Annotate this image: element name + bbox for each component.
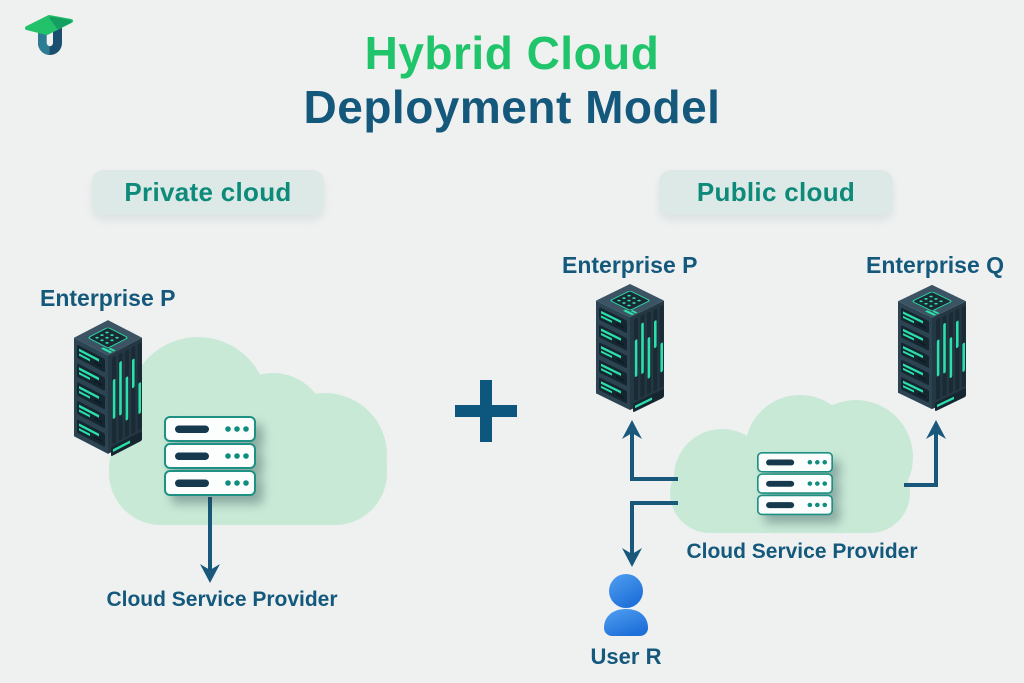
tu-logo (25, 15, 73, 55)
title-line-1: Hybrid Cloud (364, 27, 660, 79)
enterprise-p-label-private: Enterprise P (40, 285, 176, 311)
page-title: Hybrid Cloud Deployment Model (0, 26, 1024, 135)
user-r-label: User R (590, 644, 662, 669)
cloud-service-provider-label-public: Cloud Service Provider (686, 540, 918, 563)
server-rack-icon-public (757, 452, 833, 516)
server-rack-icon-private (164, 416, 256, 496)
title-line-2: Deployment Model (303, 81, 721, 134)
server-tower-icon-enterprise-q (897, 284, 967, 411)
cloud-service-provider-label-private: Cloud Service Provider (106, 588, 338, 611)
public-cloud-badge: Public cloud (659, 170, 893, 215)
server-tower-icon-private (73, 319, 143, 456)
enterprise-p-label-public: Enterprise P (562, 252, 698, 278)
plus-icon (455, 380, 517, 442)
user-icon (604, 574, 648, 636)
server-tower-icon-enterprise-p (595, 283, 665, 412)
private-cloud-badge: Private cloud (92, 170, 324, 215)
enterprise-q-label-public: Enterprise Q (866, 252, 1005, 278)
